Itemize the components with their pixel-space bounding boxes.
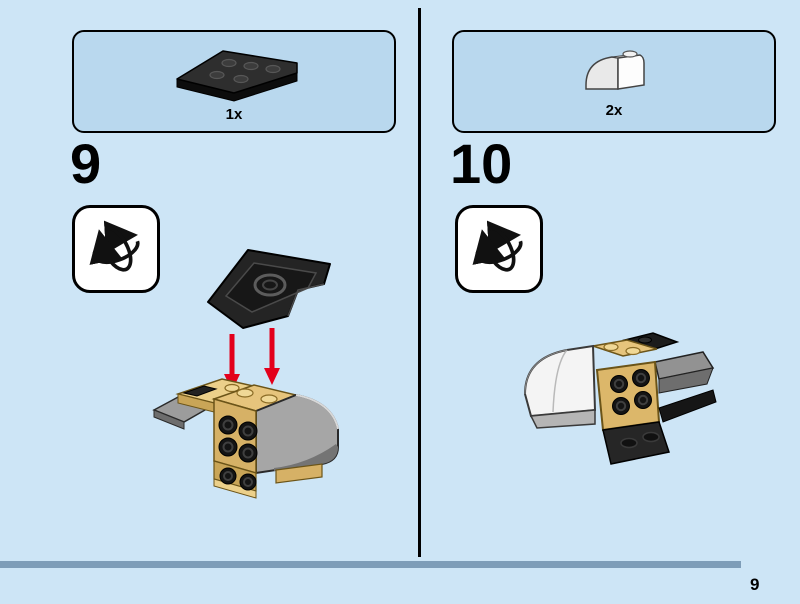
black-wedge-plate-piece xyxy=(207,249,331,329)
step-9-assembly-illustration xyxy=(152,249,339,499)
side-studs-2x2 xyxy=(218,415,258,463)
step-number-10: 10 xyxy=(450,132,513,195)
part-count-label: 2x xyxy=(605,102,623,119)
rotate-model-icon xyxy=(72,205,160,293)
parts-box-step-9: 1x xyxy=(72,30,396,133)
rotate-orbit-glyph xyxy=(89,220,140,272)
column-divider xyxy=(418,8,421,557)
black-wedge-plate-icon xyxy=(176,50,298,102)
step-number-9: 9 xyxy=(70,132,102,195)
completed-model xyxy=(523,332,717,465)
side-studs-2x2 xyxy=(610,369,652,415)
white-curved-slope xyxy=(585,50,645,90)
part-count-label: 1x xyxy=(225,106,243,123)
rotate-orbit-glyph xyxy=(472,220,523,272)
page-number: 9 xyxy=(750,575,760,594)
parts-box-step-10: 2x xyxy=(452,30,776,133)
step-10-assembly-illustration xyxy=(523,332,717,465)
placement-arrow xyxy=(264,328,280,385)
partial-model xyxy=(152,378,339,499)
rotate-model-icon xyxy=(455,205,543,293)
side-studs-1x2 xyxy=(219,467,257,491)
black-wedge-plate xyxy=(176,50,298,102)
footer-progress-bar xyxy=(0,561,741,568)
white-curved-slope-icon xyxy=(585,50,645,90)
